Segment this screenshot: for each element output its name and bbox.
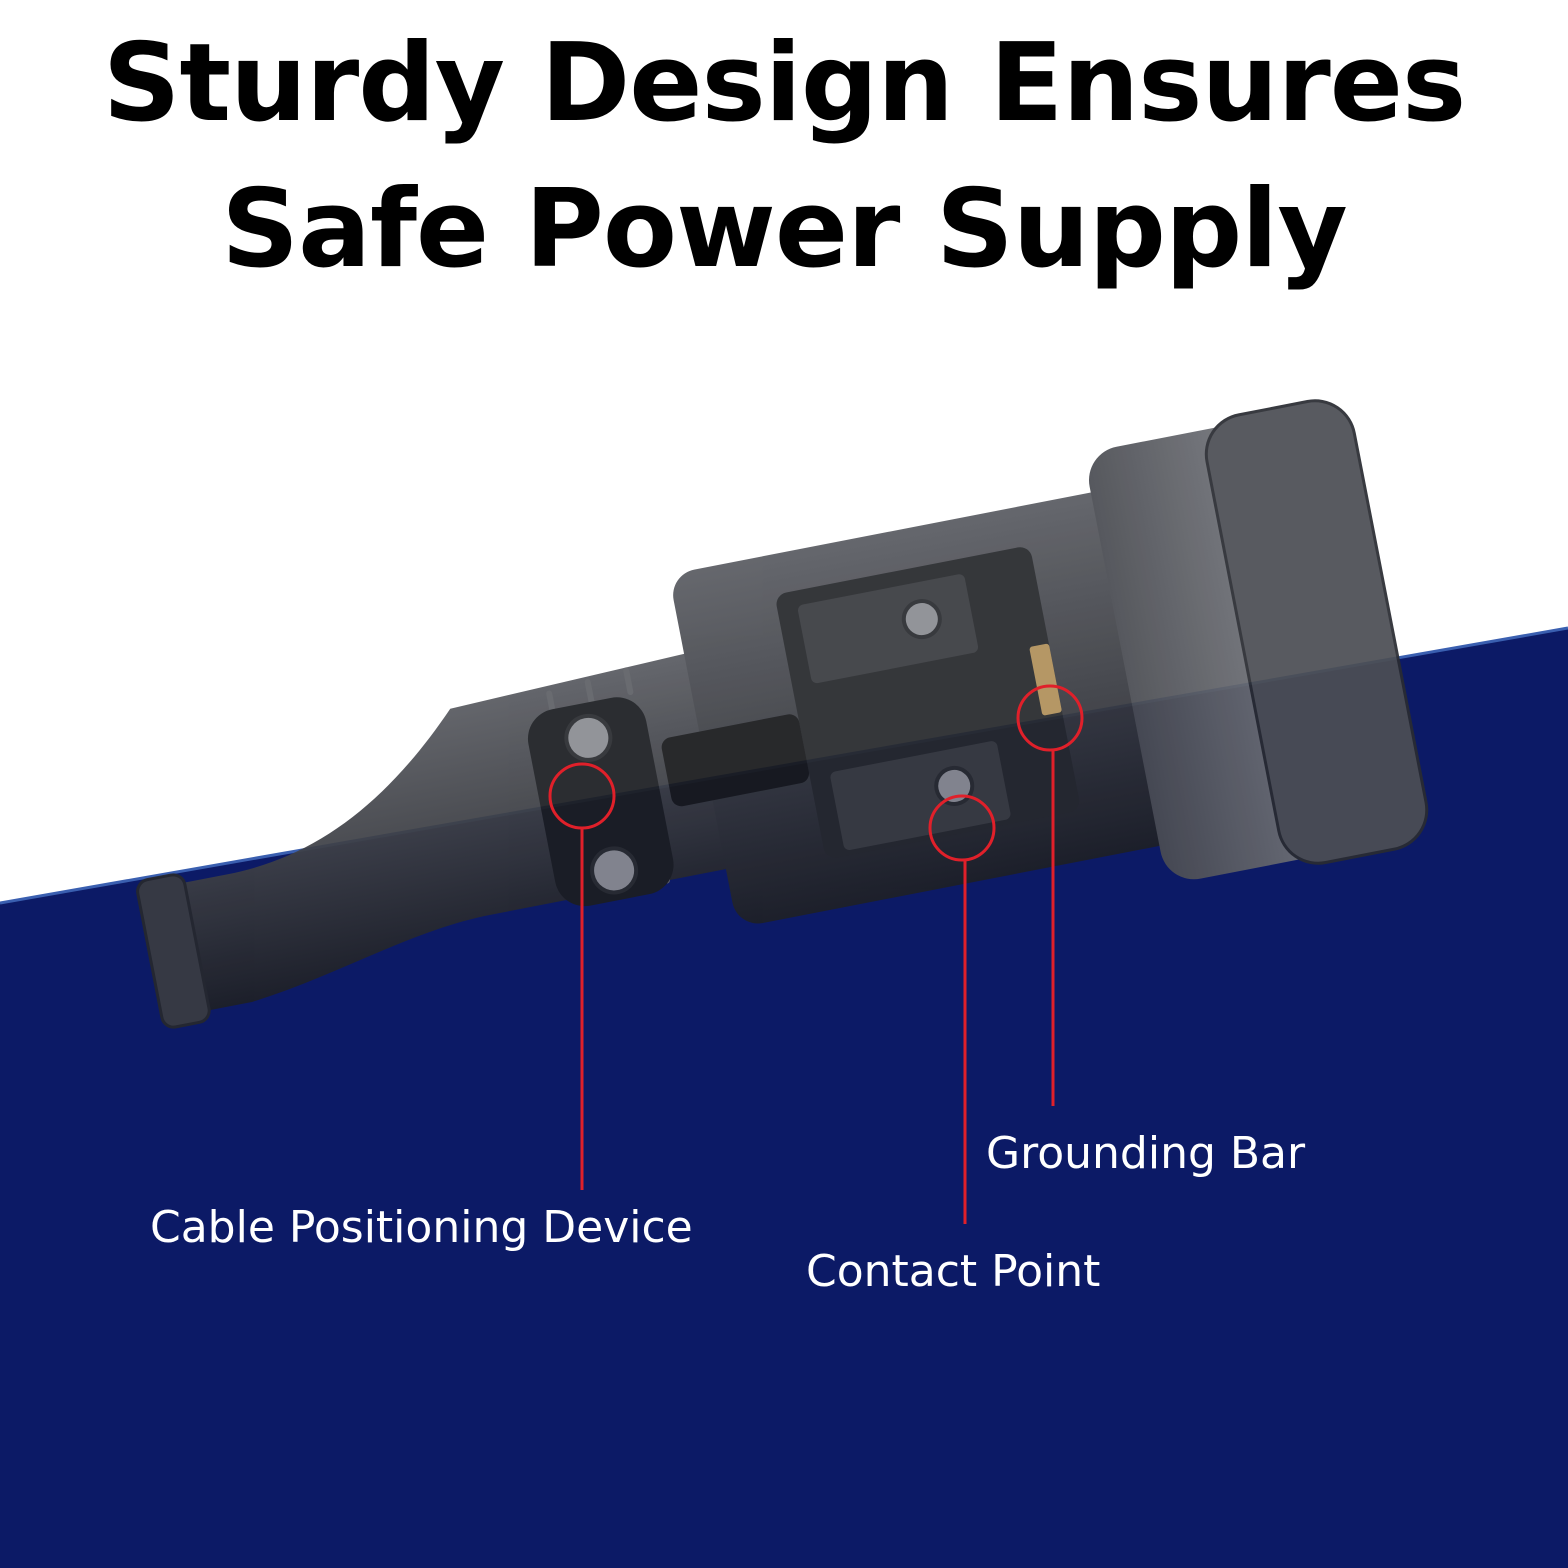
ground-contact-strip bbox=[1029, 643, 1062, 716]
callout-markers bbox=[548, 684, 1084, 1224]
callout-grounding-bar: Grounding Bar bbox=[986, 1128, 1306, 1179]
callout-contact-point: Contact Point bbox=[806, 1246, 1101, 1297]
headline-line-1: Sturdy Design Ensures bbox=[102, 21, 1467, 146]
marker-contact-point bbox=[928, 794, 996, 862]
callout-cable-positioning-device: Cable Positioning Device bbox=[150, 1202, 693, 1253]
terminal-upper bbox=[797, 574, 979, 684]
socket-connector-icon bbox=[136, 399, 1429, 1029]
marker-grounding-bar bbox=[1016, 684, 1084, 752]
clamp-screw-bottom bbox=[590, 846, 639, 895]
terminal-screw-upper bbox=[901, 599, 942, 640]
cable-end-ring bbox=[136, 873, 211, 1029]
internal-shaft bbox=[661, 714, 809, 807]
clamp-screw-top bbox=[564, 713, 613, 762]
headline-line-2: Safe Power Supply bbox=[221, 167, 1347, 292]
cable-clamp bbox=[527, 697, 674, 907]
terminal-lower bbox=[830, 741, 1011, 851]
front-cap-rim bbox=[1204, 399, 1429, 865]
